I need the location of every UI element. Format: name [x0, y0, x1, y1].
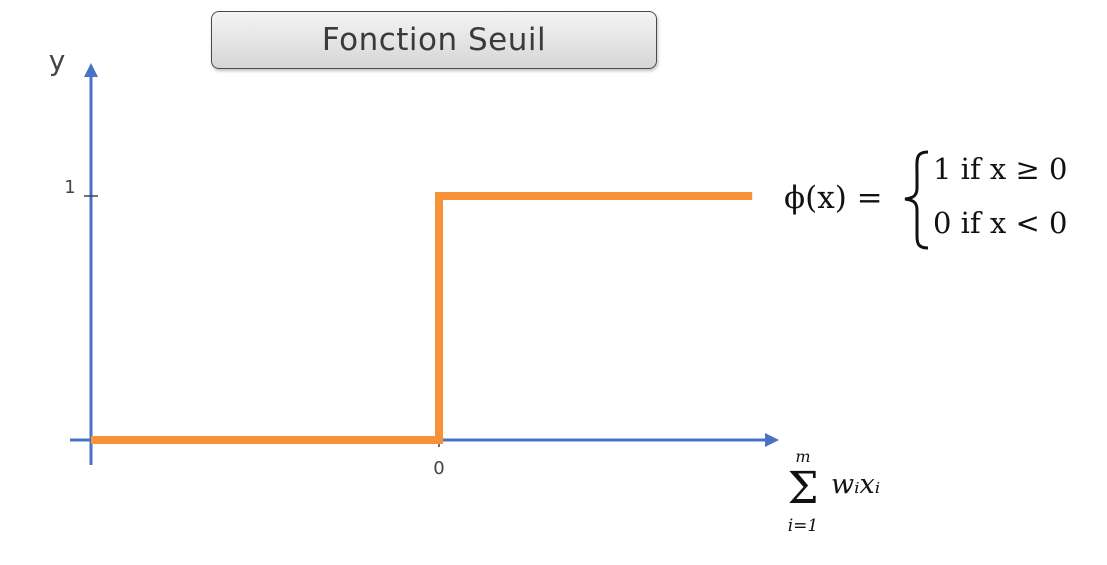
- chart-title: Fonction Seuil: [321, 22, 547, 58]
- x-axis-label: m Σ i=1 wᵢxᵢ: [787, 447, 880, 536]
- sum-symbol: Σ: [787, 463, 818, 514]
- chart-title-box: Fonction Seuil: [211, 11, 657, 69]
- step-function-line: [91, 192, 753, 444]
- sum-upper-limit: m: [795, 447, 810, 466]
- x-tick-label: 0: [433, 458, 444, 479]
- formula-case-1: 1 if x ≥ 0: [933, 152, 1067, 186]
- y-tick-label: 1: [64, 177, 75, 198]
- formula-lhs: ϕ(x) =: [784, 180, 883, 216]
- sum-term: wᵢxᵢ: [831, 469, 880, 500]
- sum-lower-limit: i=1: [788, 516, 819, 536]
- formula-brace: [904, 150, 929, 250]
- y-axis-label: y: [49, 44, 66, 77]
- formula: ϕ(x) = 1 if x ≥ 0 0 if x < 0: [784, 150, 1067, 250]
- formula-case-2: 0 if x < 0: [933, 206, 1067, 240]
